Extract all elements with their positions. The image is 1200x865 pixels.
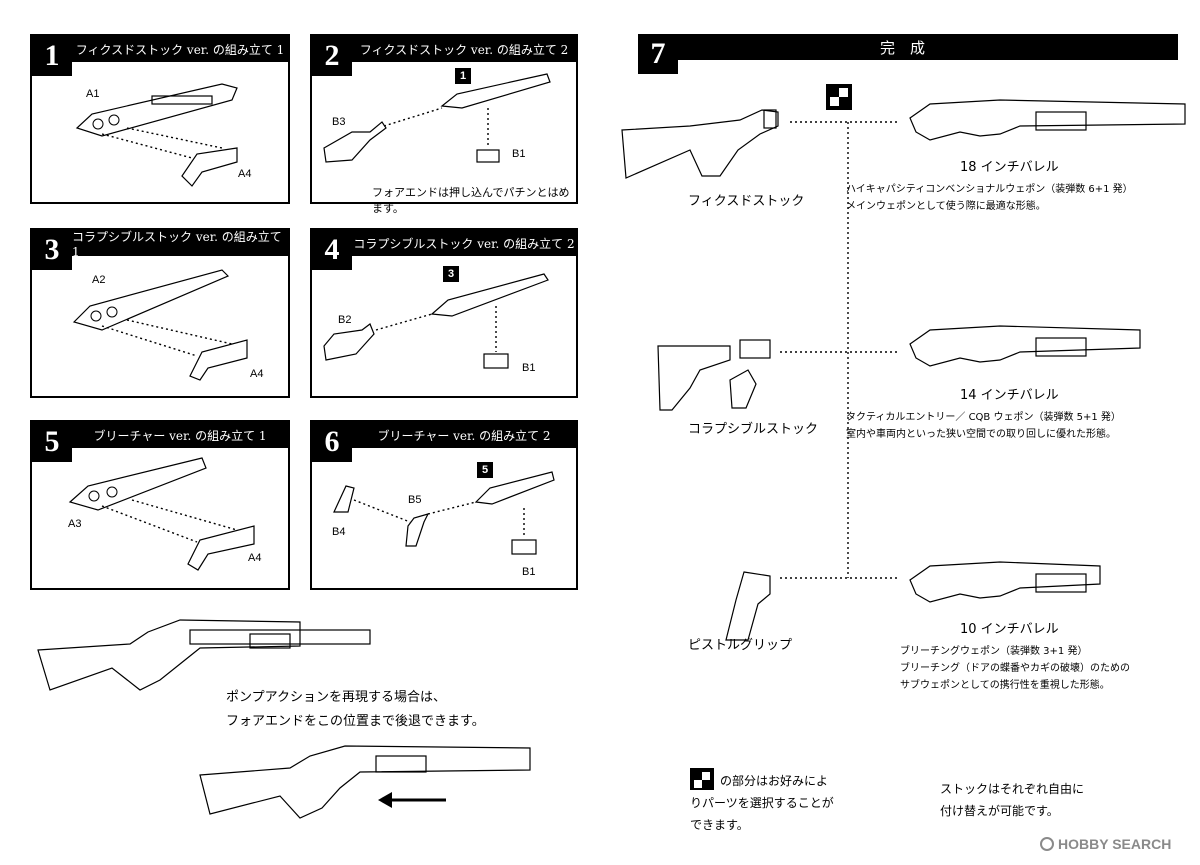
step-2-note: フォアエンドは押し込んでパチンとはめます。 [372, 186, 570, 215]
legend-line-2: りパーツを選択することが [690, 796, 834, 810]
part-label-b4: B4 [332, 526, 346, 538]
part-label-a2: A2 [92, 274, 106, 286]
step-3-box: コラプシブルストック ver. の組み立て 1 3 A2 A4 [30, 228, 290, 398]
part-label-a4: A4 [250, 368, 264, 380]
watermark-text: HOBBY SEARCH [1058, 836, 1172, 852]
barrel-10-desc-2: ブリーチング（ドアの蝶番やカギの破壊）のための [900, 663, 1130, 674]
selection-icon [826, 84, 852, 110]
barrel-10-desc-3: サブウェポンとしての携行性を重視した形態。 [900, 680, 1110, 691]
part-label-b3: B3 [332, 116, 346, 128]
watermark: HOBBY SEARCH [1040, 836, 1171, 852]
step-6-title: ブリーチャー ver. の組み立て 2 [312, 422, 576, 448]
part-label-a3: A3 [68, 518, 82, 530]
step-1-title: フィクスドストック ver. の組み立て 1 [32, 36, 288, 62]
step-5-diagram [68, 457, 255, 571]
step-6-diagram [333, 471, 555, 555]
step-7-number: 7 [638, 34, 678, 74]
barrel-18-desc-2: メインウェポンとして使う際に最適な形態。 [846, 201, 1046, 212]
part-label-b2: B2 [338, 314, 352, 326]
step-6-box: ブリーチャー ver. の組み立て 2 6 5 B4 B5 B1 [310, 420, 578, 590]
barrel-18-name: 18 インチバレル [960, 160, 1059, 175]
watermark-logo-icon [1040, 837, 1054, 851]
part-label-b1: B1 [522, 566, 536, 578]
barrel-10-name: 10 インチバレル [960, 622, 1059, 637]
legend-selection-icon [690, 768, 714, 790]
part-label-b1: B1 [512, 148, 526, 160]
stock-label-pistol: ピストルグリップ [688, 638, 793, 653]
step-4-number: 4 [312, 230, 352, 270]
part-label-a4: A4 [238, 168, 252, 180]
step-7-header [638, 34, 1178, 60]
step-5-title: ブリーチャー ver. の組み立て 1 [32, 422, 288, 448]
step-6-number: 6 [312, 422, 352, 462]
step-1-number: 1 [32, 36, 72, 76]
barrel-14-desc-1: タクティカルエントリー／ CQB ウェポン（装弾数 5+1 発） [846, 412, 1121, 423]
step-2-box: フィクスドストック ver. の組み立て 2 2 1 B3 B1 フォアエンドは… [310, 34, 578, 215]
step-3-title: コラプシブルストック ver. の組み立て 1 [32, 230, 288, 259]
step-ref-badge: 1 [455, 68, 471, 84]
step-1-diagram [75, 83, 238, 187]
stock-label-collapsible: コラプシブルストック [688, 422, 819, 437]
step-2-diagram [323, 73, 551, 163]
part-label-b1: B1 [522, 362, 536, 374]
pump-note-line-1: ポンプアクションを再現する場合は、 [226, 690, 446, 705]
pump-note-line-2: フォアエンドをこの位置まで後退できます。 [226, 714, 485, 729]
legend-line-3: できます。 [690, 818, 749, 832]
step-7-title: 完 成 [880, 39, 926, 57]
step-2-number: 2 [312, 36, 352, 76]
step-3-diagram [72, 269, 248, 381]
step-4-box: コラプシブルストック ver. の組み立て 2 4 3 B2 B1 [310, 228, 578, 398]
legend-line-1: の部分はお好みによ [720, 774, 829, 788]
stock-swap-line-2: 付け替えが可能です。 [940, 804, 1059, 818]
step-1-box: フィクスドストック ver. の組み立て 1 1 A1 A4 [30, 34, 290, 204]
barrel-14-desc-2: 室内や車両内といった狭い空間での取り回しに優れた形態。 [846, 429, 1116, 440]
step-4-title: コラプシブルストック ver. の組み立て 2 [312, 230, 576, 256]
barrel-18-desc-1: ハイキャパシティコンベンショナルウェポン（装弾数 6+1 発） [846, 184, 1133, 195]
step-ref-badge: 5 [477, 462, 493, 478]
step-5-number: 5 [32, 422, 72, 462]
barrel-14-name: 14 インチバレル [960, 388, 1059, 403]
step-2-title: フィクスドストック ver. の組み立て 2 [312, 36, 576, 62]
pump-action-diagram [37, 619, 531, 819]
part-label-b5: B5 [408, 494, 422, 506]
stock-swap-line-1: ストックはそれぞれ自由に [940, 782, 1085, 796]
step-3-number: 3 [32, 230, 72, 270]
step-5-box: ブリーチャー ver. の組み立て 1 5 A3 A4 [30, 420, 290, 590]
step-4-diagram [323, 273, 549, 369]
part-label-a4: A4 [248, 552, 262, 564]
barrel-10-desc-1: ブリーチングウェポン（装弾数 3+1 発） [900, 646, 1088, 657]
step-ref-badge: 3 [443, 266, 459, 282]
stock-label-fixed: フィクスドストック [688, 194, 805, 209]
part-label-a1: A1 [86, 88, 100, 100]
